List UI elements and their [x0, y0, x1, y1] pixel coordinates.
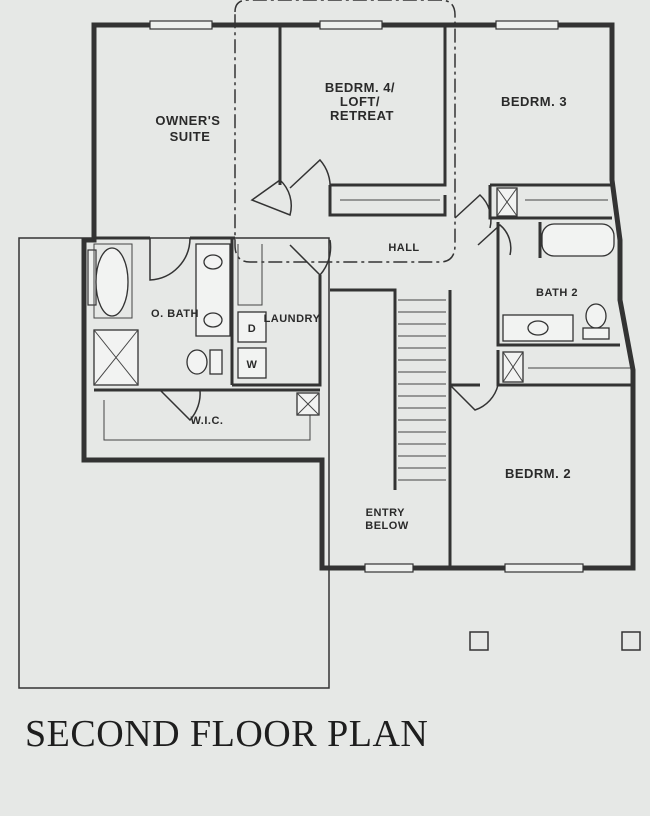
- bedroom-4-label: BEDRM. 4/ LOFT/ RETREAT: [325, 80, 399, 123]
- bathtub-frame: [93, 243, 133, 319]
- toilet-icon: [585, 303, 607, 329]
- shower-mark: [93, 329, 139, 386]
- closet-wall: [488, 185, 612, 220]
- hall-label: HALL: [388, 242, 419, 254]
- entry-below-label: ENTRY BELOW: [365, 507, 409, 532]
- dryer-icon: [237, 311, 267, 343]
- laundry-label: LAUNDRY: [264, 313, 321, 325]
- sink-icon: [527, 320, 549, 336]
- closet-shelf: [103, 400, 311, 441]
- door-swing: [477, 224, 512, 256]
- plan-title: SECOND FLOOR PLAN: [25, 713, 428, 755]
- bedroom-2-label: BEDRM. 2: [505, 466, 571, 481]
- linen-mark: [502, 351, 524, 383]
- chase-mark: [296, 392, 320, 416]
- toilet-icon: [186, 349, 208, 375]
- door-swing: [289, 158, 331, 191]
- interior-wall: [496, 222, 620, 347]
- interior-wall: [330, 25, 447, 187]
- lower-floor-outline: [18, 237, 330, 689]
- dryer-mark: D: [248, 323, 256, 335]
- door-swing: [449, 384, 499, 411]
- bedroom-3-label: BEDRM. 3: [501, 94, 567, 109]
- wic-label: W.I.C.: [191, 415, 224, 427]
- bathtub: [95, 247, 129, 317]
- bath-2-label: BATH 2: [536, 287, 578, 299]
- window: [149, 20, 213, 30]
- washer-mark: W: [247, 359, 258, 371]
- door-swing: [454, 193, 492, 229]
- porch-post: [621, 631, 641, 651]
- stair-treads: [398, 299, 446, 481]
- sink-icon: [203, 312, 223, 328]
- interior-wall: [232, 275, 322, 387]
- door-swing: [250, 179, 293, 217]
- bathtub: [541, 223, 615, 257]
- toilet-tank: [582, 327, 610, 340]
- closet-wall: [328, 185, 447, 217]
- door-swing: [149, 237, 191, 281]
- window: [504, 563, 584, 573]
- window: [87, 249, 97, 306]
- toilet-tank: [209, 349, 223, 375]
- laundry-shelf: [237, 244, 263, 306]
- owners-bath-label: O. BATH: [151, 308, 199, 320]
- window: [495, 20, 559, 30]
- exterior-wall: [81, 22, 636, 571]
- owners-suite-label: OWNER'S SUITE: [155, 113, 224, 144]
- door-swing: [289, 239, 332, 277]
- window: [319, 20, 383, 30]
- door-swing: [159, 389, 201, 422]
- linen-mark: [496, 187, 518, 217]
- sink-icon: [203, 254, 223, 270]
- porch-post: [469, 631, 489, 651]
- stair-rail: [330, 288, 397, 490]
- window: [364, 563, 414, 573]
- washer-icon: [237, 347, 267, 379]
